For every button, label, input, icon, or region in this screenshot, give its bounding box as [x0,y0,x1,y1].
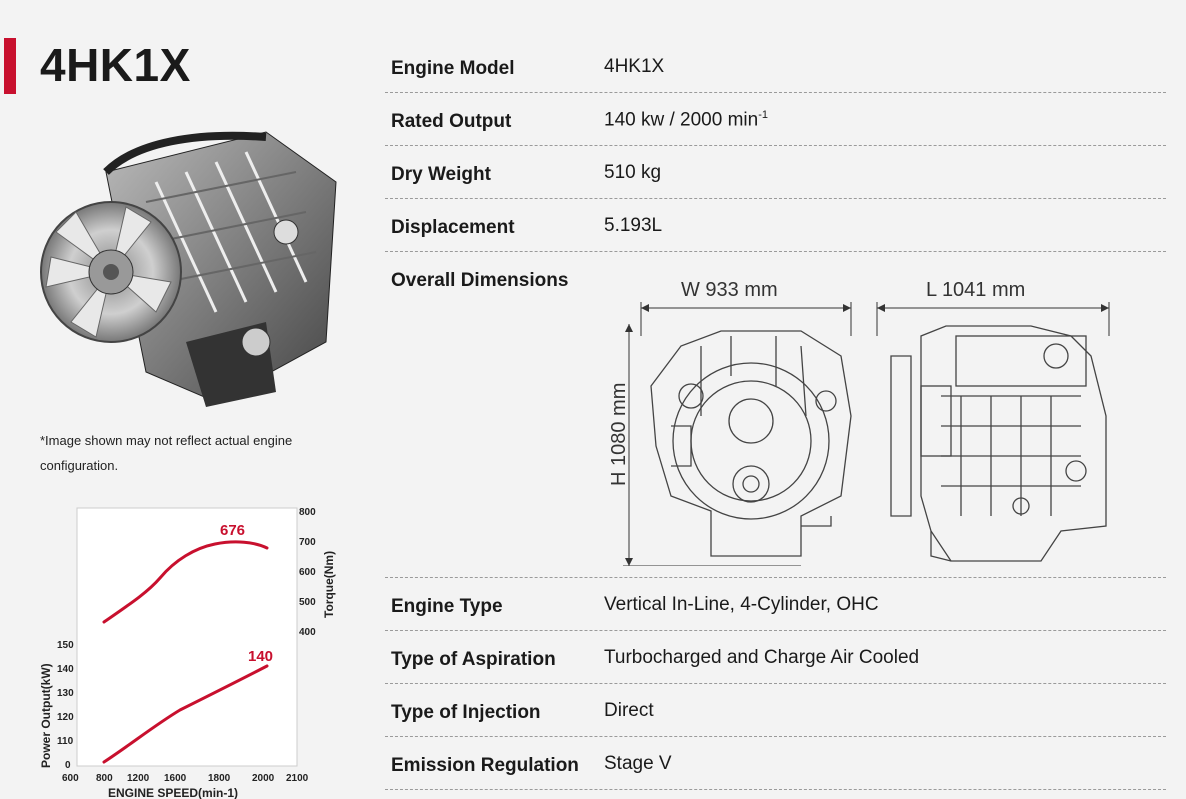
spec-row-overall-dimensions: Overall Dimensions W 933 mm L 1041 mm H … [385,252,1166,578]
spec-label: Overall Dimensions [391,270,569,291]
spec-label: Emission Regulation [391,755,579,776]
torque-axis-label: Torque(Nm) [322,551,336,618]
power-tick: 150 [57,640,74,651]
spec-row-dry-weight: Dry Weight 510 kg [385,146,1166,199]
performance-chart: 676 140 800 700 600 500 400 150 140 130 … [39,507,336,799]
x-tick: 2100 [286,773,309,784]
spec-value: 140 kw / 2000 min-1 [604,109,768,131]
power-tick: 130 [57,688,74,699]
chart-plot-area [76,507,298,767]
power-peak-label: 140 [248,648,273,665]
spec-row-emission: Emission Regulation Stage V [385,737,1166,790]
spec-label: Type of Injection [391,702,541,723]
torque-peak-label: 676 [220,522,245,539]
x-tick: 2000 [252,773,275,784]
page-title: 4HK1X [40,39,191,91]
torque-tick: 600 [299,567,316,578]
power-axis-label: Power Output(kW) [39,663,53,768]
torque-tick: 700 [299,537,316,548]
image-disclaimer: *Image shown may not reflect actual engi… [40,433,293,473]
spec-row-aspiration: Type of Aspiration Turbocharged and Char… [385,631,1166,684]
spec-value: Vertical In-Line, 4-Cylinder, OHC [604,594,879,615]
spec-label: Displacement [391,217,515,238]
spec-label: Engine Type [391,596,503,617]
power-tick: 110 [57,736,74,747]
spec-value: Stage V [604,753,672,774]
engine-image [40,131,337,407]
torque-tick: 400 [299,627,316,638]
x-tick: 800 [96,773,113,784]
dimensions-drawing: W 933 mm L 1041 mm H 1080 mm [608,279,1110,566]
spec-row-injection: Type of Injection Direct [385,684,1166,737]
spec-row-displacement: Displacement 5.193L [385,199,1166,252]
spec-label: Rated Output [391,111,512,132]
length-dimension: L 1041 mm [926,279,1025,301]
spec-value: Turbocharged and Charge Air Cooled [604,647,920,668]
spec-value: Direct [604,700,654,721]
torque-tick: 500 [299,597,316,608]
height-dimension: H 1080 mm [608,383,630,486]
spec-value: 510 kg [604,162,662,183]
power-tick: 0 [65,760,71,771]
power-line [102,664,269,764]
power-tick: 140 [57,664,74,675]
x-tick: 1600 [164,773,187,784]
spec-value: 4HK1X [604,56,665,77]
spec-table: Engine Model 4HK1X Rated Output 140 kw /… [385,40,1166,790]
title-accent-bar [4,38,16,94]
spec-row-engine-type: Engine Type Vertical In-Line, 4-Cylinder… [385,578,1166,631]
power-tick: 120 [57,712,74,723]
x-axis-label: ENGINE SPEED(min-1) [108,786,238,799]
spec-row-rated-output: Rated Output 140 kw / 2000 min-1 [385,93,1166,146]
x-tick: 1200 [127,773,150,784]
spec-label: Type of Aspiration [391,649,556,670]
width-dimension: W 933 mm [681,279,778,301]
spec-row-engine-model: Engine Model 4HK1X [385,40,1166,93]
spec-label: Engine Model [391,58,515,79]
torque-line [102,540,269,624]
spec-label: Dry Weight [391,164,491,185]
x-tick: 1800 [208,773,231,784]
spec-value: 5.193L [604,215,663,236]
x-tick: 600 [62,773,79,784]
torque-tick: 800 [299,507,316,518]
